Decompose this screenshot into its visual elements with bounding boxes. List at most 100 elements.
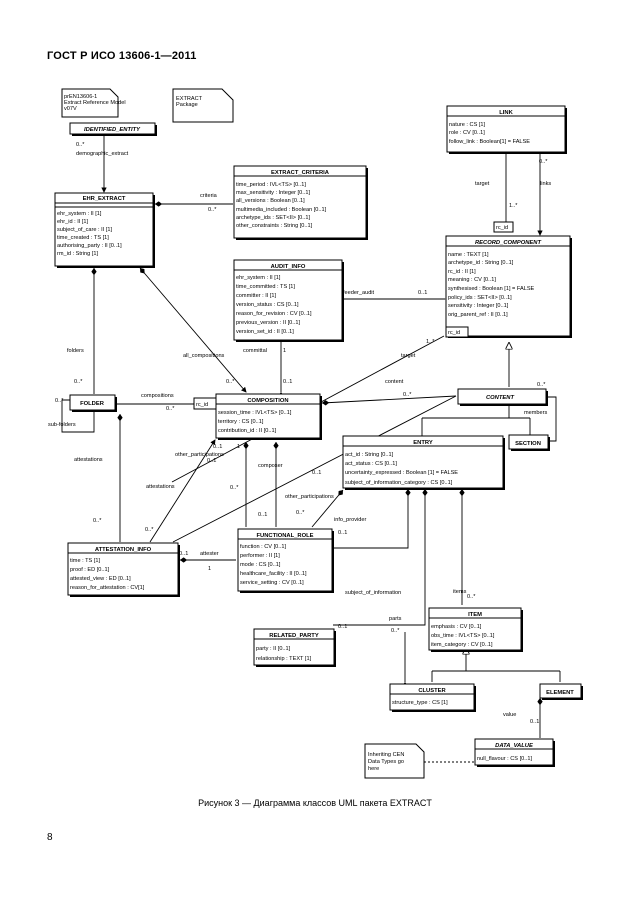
svg-text:attestations: attestations (146, 484, 175, 490)
svg-text:other_participations: other_participations (285, 494, 334, 500)
svg-text:proof : ED [0..1]: proof : ED [0..1] (70, 567, 110, 573)
svg-text:1: 1 (283, 348, 286, 354)
svg-text:0..1: 0..1 (418, 290, 427, 296)
svg-text:orig_parent_ref : II [0..1]: orig_parent_ref : II [0..1] (448, 312, 508, 318)
svg-text:target: target (475, 181, 490, 187)
svg-text:0..*: 0..* (403, 392, 412, 398)
svg-text:function : CV [0..1]: function : CV [0..1] (240, 544, 286, 550)
svg-text:0..*: 0..* (391, 628, 400, 634)
svg-text:SECTION: SECTION (515, 441, 541, 447)
svg-text:RELATED_PARTY: RELATED_PARTY (269, 633, 319, 639)
svg-text:AUDIT_INFO: AUDIT_INFO (271, 264, 306, 270)
figure-caption: Рисунок 3 — Диаграмма классов UML пакета… (198, 798, 432, 808)
class-ehr-extract: EHR_EXTRACT ehr_system : II [1] ehr_id :… (54, 192, 155, 268)
svg-text:DATA_VALUE: DATA_VALUE (495, 743, 534, 749)
svg-text:folders: folders (67, 348, 84, 354)
class-rc-id-mid: rc_id (193, 397, 217, 410)
svg-text:1..*: 1..* (509, 203, 518, 209)
svg-text:CONTENT: CONTENT (486, 395, 514, 401)
svg-text:act_id : String [0..1]: act_id : String [0..1] (345, 452, 394, 458)
svg-text:FOLDER: FOLDER (80, 401, 105, 407)
svg-text:obs_time : IVL<TS> [0..1]: obs_time : IVL<TS> [0..1] (431, 633, 495, 639)
svg-text:committer : II [1]: committer : II [1] (236, 293, 277, 299)
svg-text:attestations: attestations (74, 457, 103, 463)
connectors (61, 136, 561, 763)
svg-text:service_setting : CV [0..1]: service_setting : CV [0..1] (240, 580, 304, 586)
svg-text:0..*: 0..* (166, 406, 175, 412)
svg-text:1: 1 (237, 444, 240, 450)
svg-text:Package: Package (176, 102, 198, 108)
svg-text:ehr_id : II [1]: ehr_id : II [1] (57, 219, 89, 225)
svg-text:subject_of_care : II [1]: subject_of_care : II [1] (57, 227, 112, 233)
svg-text:Extract Reference Model: Extract Reference Model (64, 100, 126, 106)
svg-text:parts: parts (389, 616, 402, 622)
svg-text:value: value (503, 712, 516, 718)
note-extract-package: EXTRACT Package (172, 88, 234, 123)
svg-text:composer: composer (258, 463, 283, 469)
class-record-component: RECORD_COMPONENT name : TEXT [1] archety… (445, 235, 572, 338)
svg-text:sensitivity : Integer [0..1]: sensitivity : Integer [0..1] (448, 303, 509, 309)
svg-text:0..*: 0..* (467, 594, 476, 600)
svg-text:party : II [0..1]: party : II [0..1] (256, 646, 291, 652)
svg-text:0..1: 0..1 (338, 624, 347, 630)
class-related-party: RELATED_PARTY party : II [0..1] relation… (253, 628, 336, 667)
svg-text:synthesised : Boolean [1] = FA: synthesised : Boolean [1] = FALSE (448, 286, 535, 292)
svg-text:reason_for_attestation : CV[1]: reason_for_attestation : CV[1] (70, 585, 145, 591)
svg-text:0..*: 0..* (55, 398, 64, 404)
class-entry: ENTRY act_id : String [0..1] act_status … (342, 435, 505, 490)
svg-text:authorising_party : II [0..1]: authorising_party : II [0..1] (57, 243, 122, 249)
svg-text:EXTRACT_CRITERIA: EXTRACT_CRITERIA (271, 170, 330, 176)
svg-text:0..*: 0..* (145, 527, 154, 533)
svg-text:Data Types go: Data Types go (368, 759, 404, 765)
class-data-value: DATA_VALUE null_flavour : CS [0..1] (474, 738, 555, 767)
svg-text:relationship : TEXT [1]: relationship : TEXT [1] (256, 656, 312, 662)
svg-text:FUNCTIONAL_ROLE: FUNCTIONAL_ROLE (256, 533, 313, 539)
svg-text:0..*: 0..* (208, 207, 217, 213)
class-item: ITEM emphasis : CV [0..1] obs_time : IVL… (428, 607, 523, 652)
svg-text:name : TEXT [1]: name : TEXT [1] (448, 252, 489, 258)
svg-text:1..*: 1..* (426, 339, 435, 345)
svg-text:0..*: 0..* (539, 159, 548, 165)
svg-text:uncertainty_expressed : Boolea: uncertainty_expressed : Boolean [1] = FA… (345, 470, 458, 476)
svg-text:previous_version : II [0..1]: previous_version : II [0..1] (236, 320, 300, 326)
svg-text:attested_view : ED [0..1]: attested_view : ED [0..1] (70, 576, 131, 582)
svg-text:time_committed : TS [1]: time_committed : TS [1] (236, 284, 295, 290)
svg-text:0..*: 0..* (93, 518, 102, 524)
svg-text:ITEM: ITEM (468, 612, 482, 618)
svg-text:0..1: 0..1 (258, 512, 267, 518)
svg-text:meaning : CV [0..1]: meaning : CV [0..1] (448, 277, 496, 283)
svg-text:CLUSTER: CLUSTER (418, 688, 446, 694)
svg-text:1: 1 (208, 566, 211, 572)
svg-text:rc_id: rc_id (496, 225, 508, 231)
svg-text:session_time : IVL<TS> [0..1]: session_time : IVL<TS> [0..1] (218, 410, 292, 416)
svg-text:nature : CS [1]: nature : CS [1] (449, 122, 486, 128)
svg-text:item_category : CV [0..1]: item_category : CV [0..1] (431, 642, 493, 648)
svg-text:null_flavour : CS [0..1]: null_flavour : CS [0..1] (477, 756, 532, 762)
svg-text:feeder_audit: feeder_audit (343, 290, 375, 296)
svg-text:all_compositions: all_compositions (183, 353, 225, 359)
svg-text:LINK: LINK (499, 110, 513, 116)
svg-text:0..*: 0..* (537, 382, 546, 388)
class-folder: FOLDER (69, 394, 117, 412)
svg-text:committal: committal (243, 348, 267, 354)
svg-text:compositions: compositions (141, 393, 174, 399)
svg-text:rc_id: rc_id (448, 330, 460, 336)
svg-text:attester: attester (200, 551, 219, 557)
note-inheriting-cen: Inheriting CEN Data Types go here (364, 743, 425, 779)
svg-text:0..*: 0..* (230, 485, 239, 491)
svg-text:territory : CS [0..1]: territory : CS [0..1] (218, 419, 264, 425)
svg-text:0..*: 0..* (76, 142, 85, 148)
class-cluster: CLUSTER structure_type : CS [1] (389, 683, 476, 712)
svg-text:max_sensitivity : Integer [0..: max_sensitivity : Integer [0..1] (236, 190, 310, 196)
svg-text:EHR_EXTRACT: EHR_EXTRACT (83, 196, 126, 202)
svg-text:EXTRACT: EXTRACT (176, 96, 203, 102)
svg-text:prEN13606-1: prEN13606-1 (64, 94, 97, 100)
svg-text:content: content (385, 379, 404, 385)
svg-text:demographic_extract: demographic_extract (76, 151, 129, 157)
class-element: ELEMENT (539, 683, 583, 700)
class-link: LINK nature : CS [1] role : CV [0..1] fo… (446, 105, 567, 154)
svg-text:members: members (524, 410, 548, 416)
svg-text:structure_type : CS [1]: structure_type : CS [1] (392, 700, 448, 706)
note-extract-reference-model: prEN13606-1 Extract Reference Model v07V (61, 88, 126, 118)
